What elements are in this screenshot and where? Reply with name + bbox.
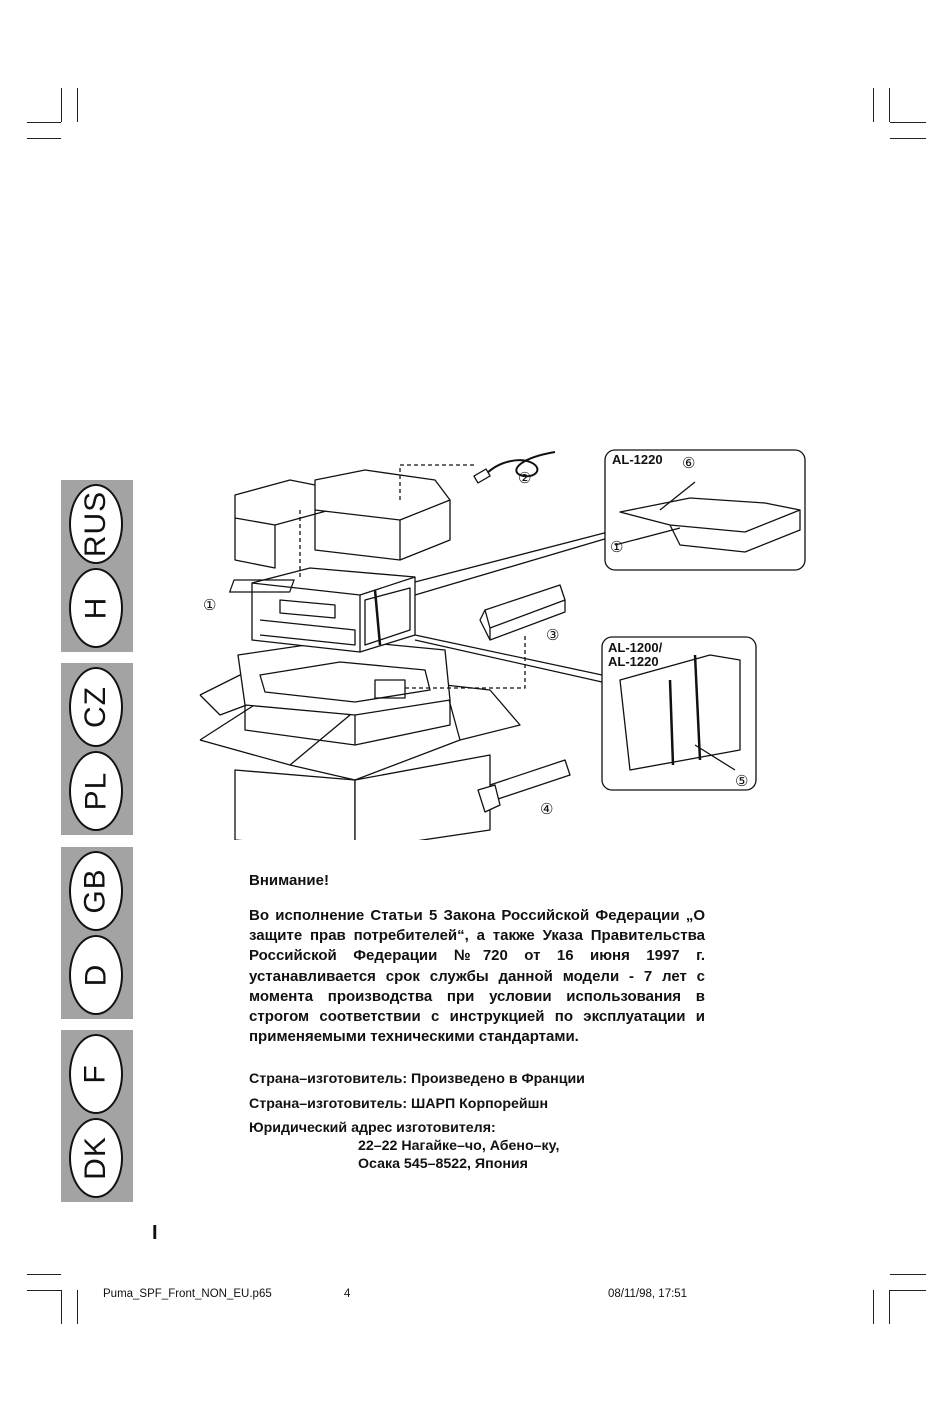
language-tab-group-3: GB D <box>61 847 133 1019</box>
lang-tab-h[interactable]: H <box>69 568 123 648</box>
language-tab-group-4: F DK <box>61 1030 133 1202</box>
item-number-3: ③ <box>546 627 560 644</box>
language-tab-group-1: RUS H <box>61 480 133 652</box>
lang-tab-d[interactable]: D <box>69 935 123 1015</box>
language-tab-group-2: CZ PL <box>61 663 133 835</box>
manufacturer-address-label: Юридический адрес изготовителя: <box>249 1120 496 1136</box>
item-number-5: ⑤ <box>735 773 749 790</box>
callout-al1220-title: AL-1220 <box>612 452 663 467</box>
footer-filename: Puma_SPF_Front_NON_EU.p65 <box>103 1288 272 1300</box>
unpacking-illustration <box>199 449 806 840</box>
item-number-1-callout: ① <box>610 539 624 556</box>
item-number-1-main: ① <box>203 597 217 614</box>
lang-tab-f[interactable]: F <box>69 1034 123 1114</box>
item-number-2: ② <box>518 470 532 487</box>
lang-tab-pl[interactable]: PL <box>69 751 123 831</box>
notice-body: Во исполнение Статьи 5 Закона Российской… <box>249 907 705 1046</box>
item-number-4: ④ <box>540 801 554 818</box>
manufacturer-address-line1: 22–22 Нагайке–чо, Абено–ку, <box>358 1138 560 1154</box>
lang-tab-dk[interactable]: DK <box>69 1118 123 1198</box>
manufacturer-maker-line: Страна–изготовитель: ШАРП Корпорейшн <box>249 1096 549 1112</box>
callout-al1200-title: AL-1200/ AL-1220 <box>608 640 663 669</box>
lang-tab-gb[interactable]: GB <box>69 851 123 931</box>
manufacturer-address-line2: Осака 545–8522, Япония <box>358 1156 528 1172</box>
manufacturer-country-line: Страна–изготовитель: Произведено в Франц… <box>249 1071 585 1087</box>
item-number-6: ⑥ <box>682 455 696 472</box>
lang-tab-cz[interactable]: CZ <box>69 667 123 747</box>
footer-timestamp: 08/11/98, 17:51 <box>608 1288 688 1300</box>
notice-title: Внимание! <box>249 872 329 889</box>
page-marker: I <box>152 1222 158 1244</box>
lang-tab-rus[interactable]: RUS <box>69 484 123 564</box>
footer-page-number: 4 <box>344 1288 351 1300</box>
